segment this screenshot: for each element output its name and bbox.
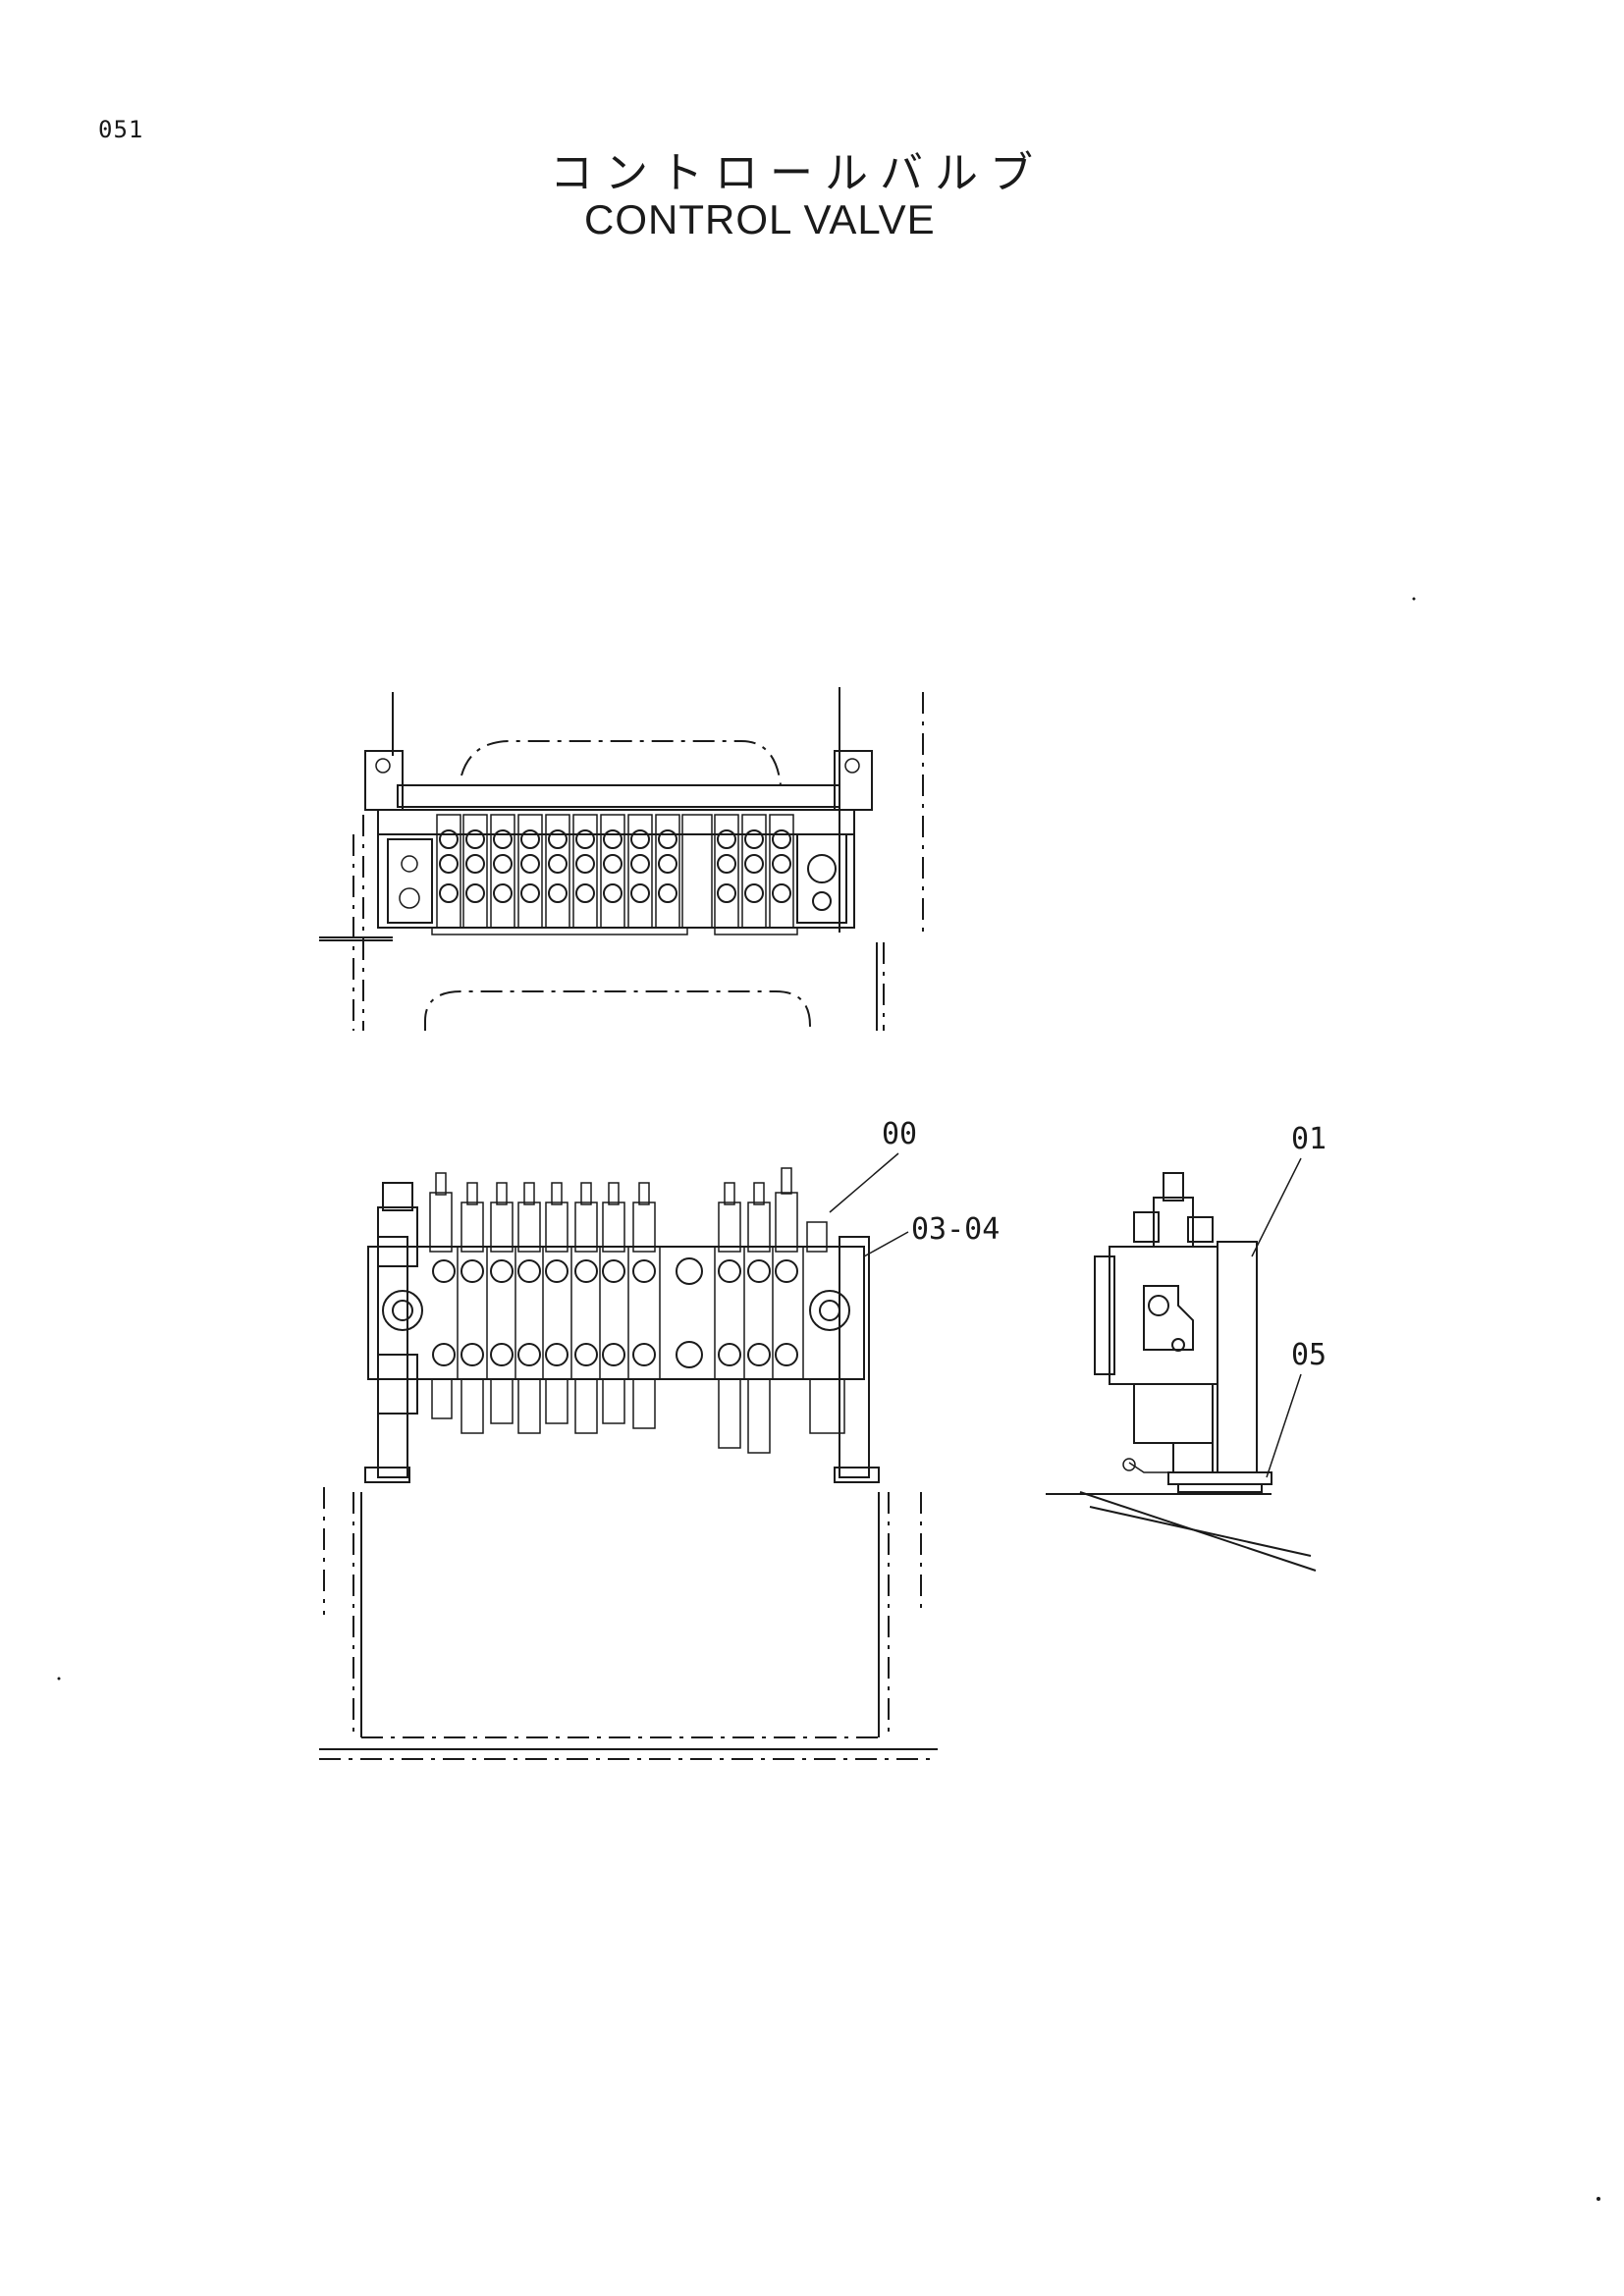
top-view-spools-left [436, 814, 680, 929]
front-view-spools-top [429, 1167, 828, 1253]
side-view [1046, 1172, 1317, 1572]
front-view-spools-bottom [431, 1378, 845, 1454]
callout-03-04: 03-04 [863, 1212, 1000, 1257]
callout-label-03-04: 03-04 [911, 1212, 1000, 1247]
front-view-ports-lower [432, 1341, 798, 1368]
callout-00: 00 [829, 1117, 917, 1213]
scan-specks [57, 597, 1600, 2201]
callout-05: 05 [1266, 1338, 1326, 1478]
callout-label-05: 05 [1291, 1338, 1326, 1372]
callout-01: 01 [1251, 1122, 1326, 1257]
callout-label-01: 01 [1291, 1122, 1326, 1156]
callout-label-00: 00 [882, 1117, 917, 1151]
top-view [319, 687, 924, 1031]
title-english: CONTROL VALVE [584, 196, 936, 242]
front-view [319, 1167, 938, 1760]
page-number: 051 [98, 116, 144, 143]
top-view-spools-right [714, 814, 794, 929]
front-view-ports-upper [432, 1257, 798, 1285]
title-japanese: コントロールバルブ [550, 148, 1045, 198]
